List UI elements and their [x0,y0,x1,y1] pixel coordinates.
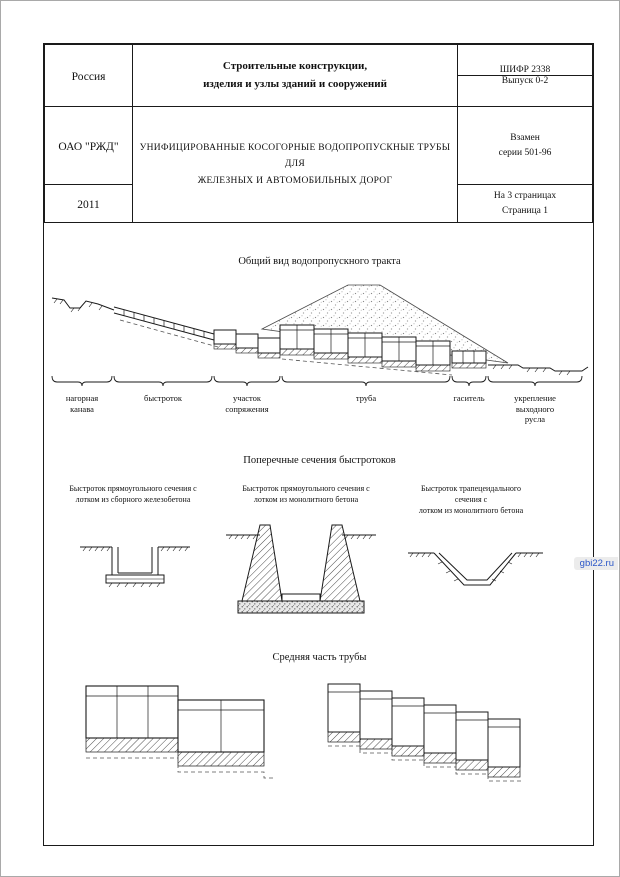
organization-label: ОАО "РЖД" [58,140,119,153]
replaces-label: Взамен серии 501-96 [498,133,552,158]
label-outlet-reinforcement: укрепление выходного русла [514,393,556,425]
pages-label: На 3 страницах Страница 1 [493,191,557,216]
replaces-cell: Взамен серии 501-96 [457,106,593,185]
country-label: Россия [71,70,106,83]
general-view-section: Общий вид водопропускного тракта [50,256,589,456]
monolithic-rect-chute-diagram [226,524,376,614]
middle-part-section: Средняя часть трубы [50,652,589,844]
year-cell: 2011 [44,184,133,223]
cross-sections-section: Поперечные сечения быстротоков Быстроток… [50,455,589,647]
document-frame: Россия Строительные конструкции, изделия… [43,43,594,846]
precast-rect-chute-diagram [80,546,190,588]
year-label: 2011 [77,198,100,211]
cross-sections-title: Поперечные сечения быстротоков [243,455,396,466]
pages-cell: На 3 страницах Страница 1 [457,184,593,223]
code-label: ШИФР 2338 [458,65,592,76]
issue-label: Выпуск 0-2 [501,76,549,86]
label-upland-ditch: нагорная канава [65,393,99,414]
series-title: Строительные конструкции, изделия и узлы… [203,60,387,90]
general-view-figure: нагорная канава быстроток участок сопряж… [50,275,590,437]
label-transition-section: участок сопряжения [225,393,269,414]
caption-monolithic-trapezoid: Быстроток трапецеидального сечения с лот… [418,484,524,516]
sheet-content: Общий вид водопропускного тракта [44,222,593,845]
segment-braces [51,375,583,387]
middle-part-diagram-left [85,685,276,779]
caption-monolithic-rect: Быстроток прямоугольного сечения с лотко… [242,484,370,505]
title-block: Россия Строительные конструкции, изделия… [44,44,593,223]
middle-part-diagram-right [327,683,522,782]
label-damper: гаситель [453,393,485,403]
general-view-labels: нагорная канава быстроток участок сопряж… [50,393,590,435]
monolithic-trapezoid-chute-diagram [408,552,543,586]
series-title-cell: Строительные конструкции, изделия и узлы… [132,44,458,107]
label-pipe: труба [355,393,377,403]
middle-part-title: Средняя часть трубы [272,652,367,663]
general-view-diagram [51,284,589,387]
country-cell: Россия [44,44,133,107]
document-title: УНИФИЦИРОВАННЫЕ КОСОГОРНЫЕ ВОДОПРОПУСКНЫ… [139,143,451,186]
organization-cell: ОАО "РЖД" [44,106,133,185]
document-title-cell: УНИФИЦИРОВАННЫЕ КОСОГОРНЫЕ ВОДОПРОПУСКНЫ… [132,106,458,223]
caption-precast-rect: Быстроток прямоугольного сечения с лотко… [69,484,197,505]
code-cell: ШИФР 2338 Выпуск 0-2 [457,44,593,107]
label-chute: быстроток [144,393,182,403]
watermark: gbi22.ru [573,557,618,570]
general-view-title: Общий вид водопропускного тракта [238,256,401,267]
